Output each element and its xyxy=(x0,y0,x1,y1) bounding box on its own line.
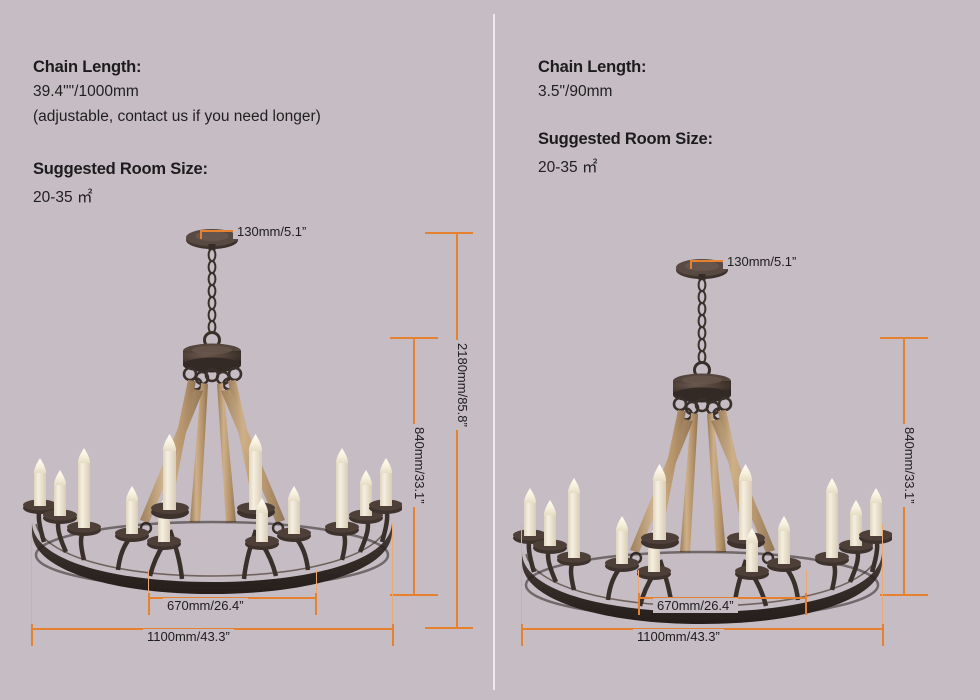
room-size-value: 20-35 ㎡ xyxy=(538,159,598,176)
room-size-title: Suggested Room Size: xyxy=(33,160,208,178)
body-height-tick-bottom-left xyxy=(390,594,438,596)
ext-line-outer-right-left xyxy=(392,524,393,634)
candles xyxy=(513,464,892,580)
chain-length-value: 39.4""/1000mm xyxy=(33,83,139,100)
outer-width-dim-line-right xyxy=(521,628,883,630)
candles xyxy=(23,434,402,550)
inner-width-tick-left-left xyxy=(148,593,150,615)
top-collar xyxy=(673,361,731,403)
body-height-tick-top-left xyxy=(390,337,438,339)
ext-line-outer-left-left xyxy=(31,524,32,634)
inner-width-tick-left-right xyxy=(638,593,640,615)
chain-length-block-left: Chain Length: 39.4""/1000mm (adjustable,… xyxy=(33,58,321,126)
chain-length-value: 3.5"/90mm xyxy=(538,83,613,100)
body-height-tick-top-right xyxy=(880,337,928,339)
room-size-title: Suggested Room Size: xyxy=(538,130,713,148)
chain-length-note: (adjustable, contact us if you need long… xyxy=(33,108,321,125)
outer-width-label-right: 1100mm/43.3” xyxy=(633,629,724,644)
inner-width-tick-right-right xyxy=(805,593,807,615)
outer-width-tick-right-right xyxy=(882,624,884,646)
canopy-dim-line-right xyxy=(690,260,743,262)
ext-line-outer-left-right xyxy=(521,524,522,634)
hanging-chain xyxy=(207,248,217,334)
chandelier-illustration-right xyxy=(512,252,892,652)
inner-width-tick-right-left xyxy=(315,593,317,615)
top-collar xyxy=(183,331,241,373)
ext-line-inner-right-left xyxy=(316,570,317,615)
panel-right: Chain Length: 3.5"/90mm Suggested Room S… xyxy=(490,0,980,700)
outer-width-label-left: 1100mm/43.3” xyxy=(143,629,234,644)
ext-line-outer-right-right xyxy=(882,524,883,634)
outer-width-tick-left-left xyxy=(31,624,33,646)
ceiling-canopy xyxy=(186,229,238,250)
chain-length-title: Chain Length: xyxy=(33,58,142,76)
chain-length-block-right: Chain Length: 3.5"/90mm xyxy=(538,58,647,101)
ext-line-inner-left-right xyxy=(638,570,639,615)
ceiling-canopy xyxy=(676,259,728,280)
canopy-dim-label-right: 130mm/5.1” xyxy=(723,254,801,269)
room-size-block-left: Suggested Room Size: 20-35 ㎡ xyxy=(33,160,208,207)
canopy-dim-line-left xyxy=(200,230,253,232)
inner-width-dim-line-left xyxy=(148,597,317,599)
room-size-value: 20-35 ㎡ xyxy=(33,189,93,206)
total-height-label-left: 2180mm/85.8” xyxy=(455,340,470,430)
canopy-dim-tick-start-left xyxy=(200,230,202,239)
room-size-block-right: Suggested Room Size: 20-35 ㎡ xyxy=(538,130,713,177)
outer-width-dim-line-left xyxy=(31,628,393,630)
panel-left: Chain Length: 39.4""/1000mm (adjustable,… xyxy=(22,58,473,646)
panel-divider xyxy=(493,14,495,690)
body-height-label-right: 840mm/33.1” xyxy=(902,424,917,507)
inner-width-label-left: 670mm/26.4” xyxy=(163,598,248,613)
hanging-chain xyxy=(697,278,707,364)
ext-line-inner-right-right xyxy=(806,570,807,615)
canopy-dim-tick-start-right xyxy=(690,260,692,269)
inner-width-dim-line-right xyxy=(638,597,807,599)
total-height-tick-bottom-left xyxy=(425,627,473,629)
total-height-tick-top-left xyxy=(425,232,473,234)
inner-width-label-right: 670mm/26.4” xyxy=(653,598,738,613)
outer-width-tick-right-left xyxy=(392,624,394,646)
ext-line-inner-left-left xyxy=(148,570,149,615)
body-height-tick-bottom-right xyxy=(880,594,928,596)
chandelier-illustration-left xyxy=(22,222,402,622)
body-height-label-left: 840mm/33.1” xyxy=(412,424,427,507)
chain-length-title: Chain Length: xyxy=(538,58,647,76)
canopy-dim-label-left: 130mm/5.1” xyxy=(233,224,311,239)
outer-width-tick-left-right xyxy=(521,624,523,646)
total-height-dim-line-left xyxy=(456,232,458,628)
